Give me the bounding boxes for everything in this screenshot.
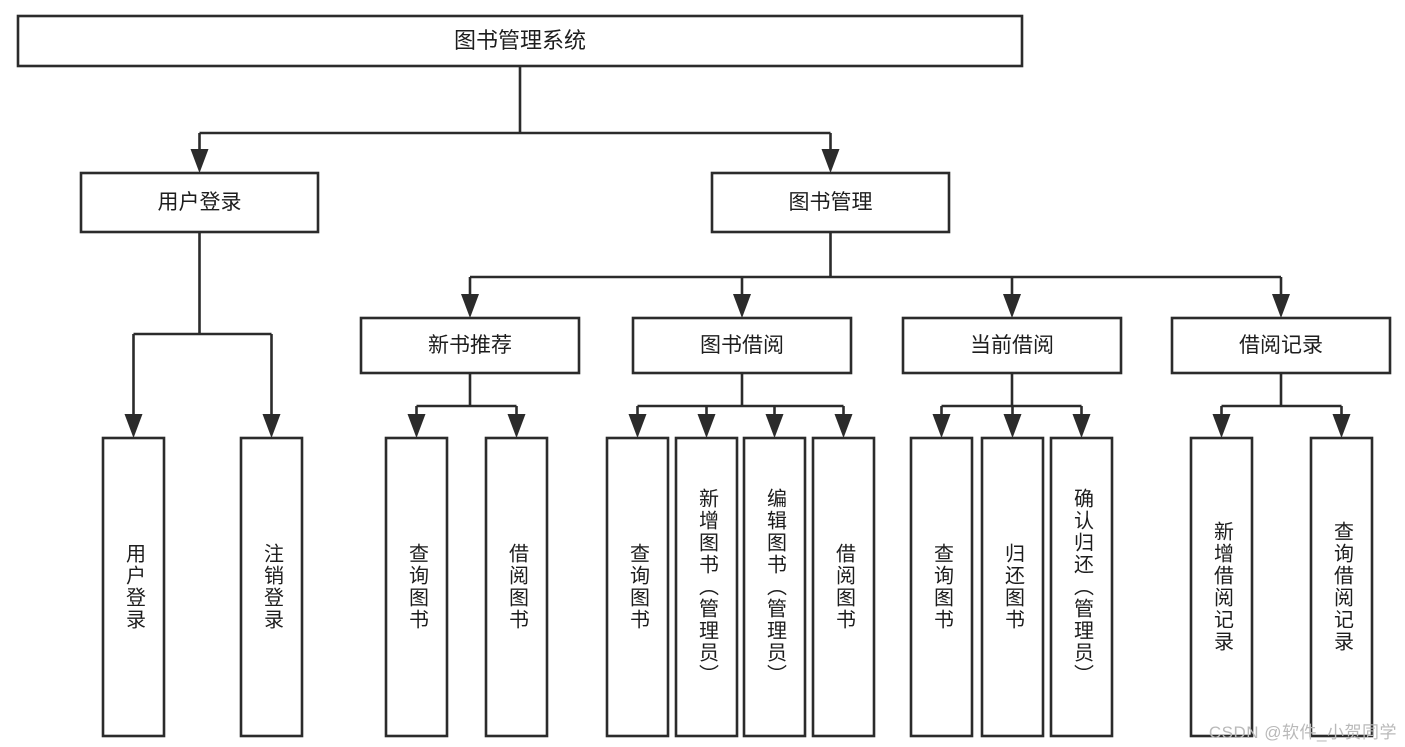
- node-box-current-borrow: [901, 316, 1123, 375]
- node-box-root: [16, 14, 1024, 68]
- arrow-head-leaf-confirm-return-admin: [1072, 414, 1091, 438]
- node-box-leaf-query-borrow-record: [1309, 436, 1374, 738]
- arrow-head-book-borrow: [733, 294, 751, 318]
- arrow-head-book-management: [821, 149, 840, 173]
- node-label-book-borrow: 图书借阅: [700, 334, 784, 357]
- node-box-user-login: [79, 171, 320, 234]
- arrow-head-leaf-add-book-admin: [697, 414, 716, 438]
- arrow-head-leaf-edit-book-admin: [765, 414, 784, 438]
- node-box-leaf-borrow-book-recommend: [484, 436, 549, 738]
- arrow-head-leaf-query-book-recommend: [407, 414, 426, 438]
- connector-layer: [124, 66, 1351, 438]
- node-label-user-login: 用户登录: [158, 191, 242, 214]
- node-box-leaf-query-book-borrow: [605, 436, 670, 738]
- node-box-leaf-user-login: [101, 436, 166, 738]
- node-box-leaf-query-book-current: [909, 436, 974, 738]
- arrow-head-borrow-record: [1272, 294, 1290, 318]
- node-box-leaf-logout: [239, 436, 304, 738]
- arrow-head-leaf-borrow-book-recommend: [507, 414, 526, 438]
- node-label-new-book-recommend: 新书推荐: [428, 334, 512, 357]
- node-box-leaf-add-book-admin: [674, 436, 739, 738]
- arrow-head-leaf-logout: [262, 414, 281, 438]
- node-box-leaf-edit-book-admin: [742, 436, 807, 738]
- arrow-head-user-login: [190, 149, 209, 173]
- node-label-book-management: 图书管理: [789, 191, 873, 214]
- arrow-head-leaf-user-login: [124, 414, 143, 438]
- arrow-head-leaf-query-book-current: [932, 414, 951, 438]
- node-box-leaf-borrow-book: [811, 436, 876, 738]
- node-box-leaf-confirm-return-admin: [1049, 436, 1114, 738]
- csdn-watermark: CSDN @软件_小贺同学: [1208, 723, 1397, 742]
- node-box-leaf-return-book: [980, 436, 1045, 738]
- node-box-leaf-add-borrow-record: [1189, 436, 1254, 738]
- node-label-root: 图书管理系统: [454, 28, 586, 53]
- node-box-layer: [16, 14, 1392, 738]
- arrow-head-current-borrow: [1003, 294, 1021, 318]
- arrow-head-leaf-query-book-borrow: [628, 414, 647, 438]
- node-box-leaf-query-book-recommend: [384, 436, 449, 738]
- arrow-head-leaf-return-book: [1003, 414, 1022, 438]
- arrow-head-leaf-borrow-book: [834, 414, 853, 438]
- node-box-book-borrow: [631, 316, 853, 375]
- arrow-head-new-book-recommend: [461, 294, 479, 318]
- node-box-borrow-record: [1170, 316, 1392, 375]
- node-label-borrow-record: 借阅记录: [1239, 334, 1323, 357]
- node-box-new-book-recommend: [359, 316, 581, 375]
- node-label-current-borrow: 当前借阅: [970, 334, 1054, 357]
- arrow-head-leaf-query-borrow-record: [1332, 414, 1351, 438]
- arrow-head-leaf-add-borrow-record: [1212, 414, 1231, 438]
- node-box-book-management: [710, 171, 951, 234]
